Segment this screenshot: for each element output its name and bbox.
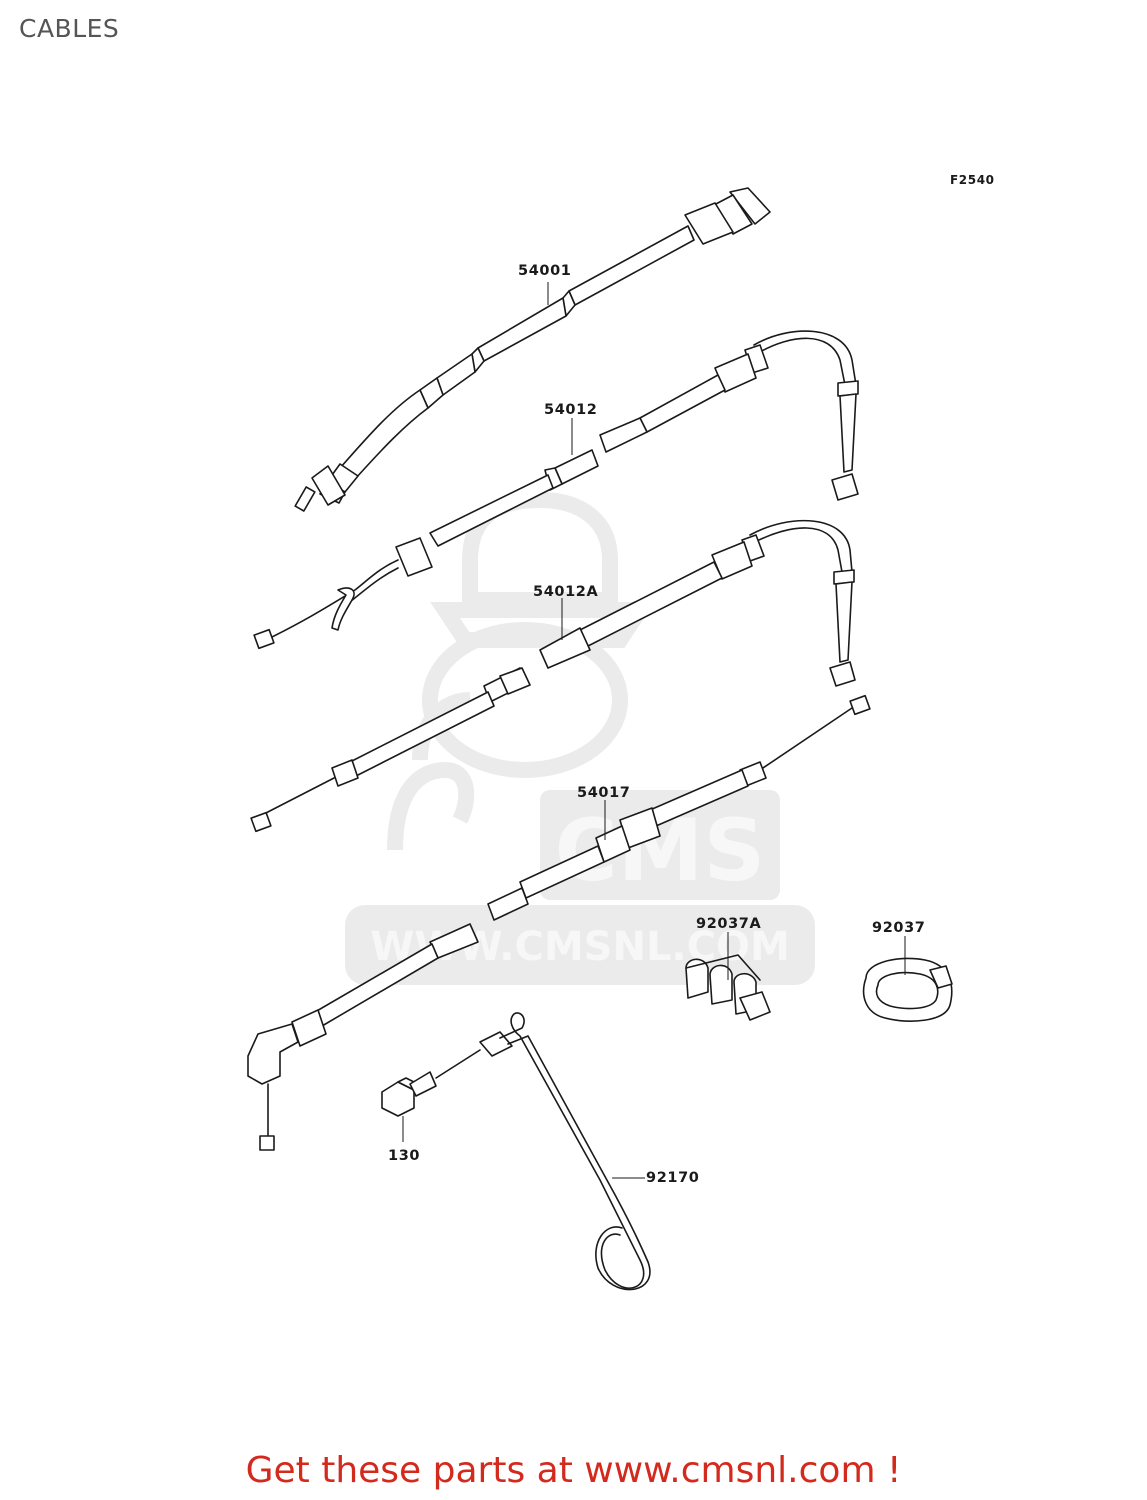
footer-link[interactable]: Get these parts at www.cmsnl.com ! (245, 1450, 902, 1491)
figure-code: F2540 (950, 173, 995, 187)
label-130: 130 (388, 1148, 420, 1164)
page-title: CABLES (19, 14, 120, 43)
label-54012a: 54012A (533, 584, 598, 600)
part-54012a-cable (250, 519, 856, 833)
part-92037-clamp (862, 936, 953, 1022)
part-130-bolt (381, 1049, 481, 1142)
label-54012: 54012 (544, 402, 597, 418)
label-54017: 54017 (577, 785, 630, 801)
part-54012-cable (253, 330, 859, 650)
label-54001: 54001 (518, 263, 571, 279)
part-92037a-clamp (685, 932, 771, 1021)
part-54017-cable (247, 694, 871, 1151)
label-92037a: 92037A (696, 916, 761, 932)
label-92170: 92170 (646, 1170, 699, 1186)
part-92170-bracket (479, 1012, 651, 1291)
part-54001-cable (294, 187, 771, 512)
label-92037: 92037 (872, 920, 925, 936)
